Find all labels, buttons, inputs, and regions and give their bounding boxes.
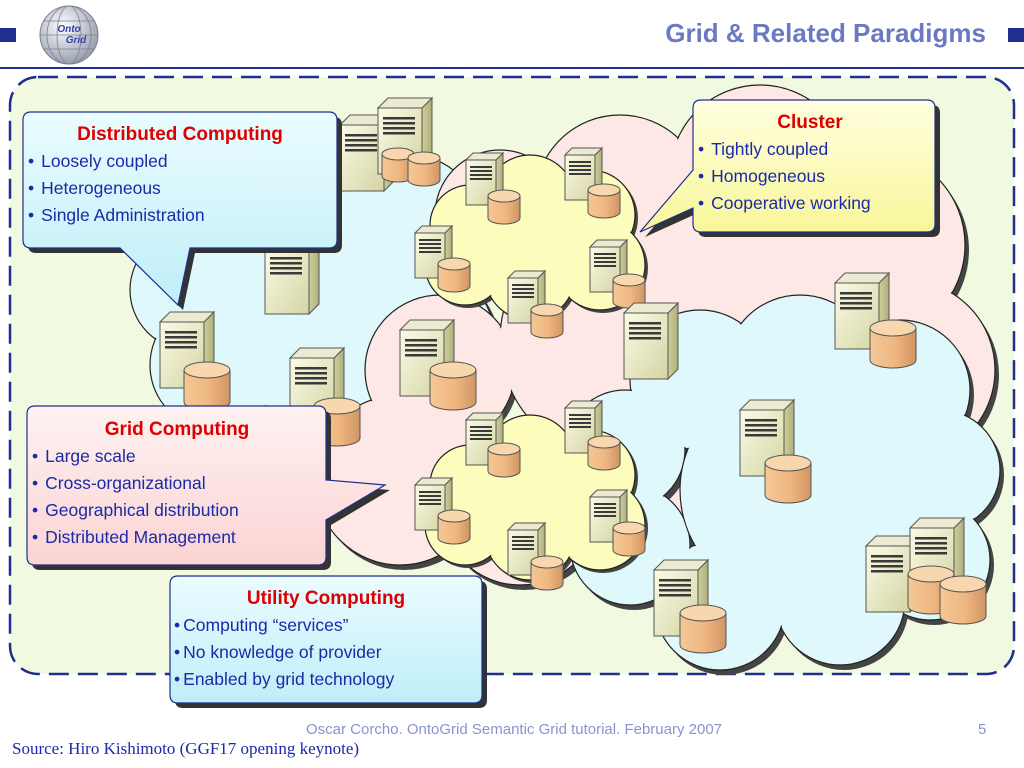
list-item: •Distributed Management	[32, 527, 236, 547]
database-icon	[939, 575, 987, 625]
logo-text-line1: Onto	[57, 24, 81, 35]
callout-distributed-bubble	[22, 111, 342, 310]
footer-credit: Oscar Corcho. OntoGrid Semantic Grid tut…	[306, 721, 723, 738]
database-icon	[869, 319, 917, 369]
list-item: •No knowledge of provider	[174, 642, 382, 662]
database-icon	[530, 303, 564, 339]
callout-grid-list: •Large scale •Cross-organizational •Geog…	[32, 443, 322, 551]
database-icon	[183, 361, 231, 411]
database-icon	[407, 151, 441, 187]
list-item: •Cross-organizational	[32, 473, 206, 493]
callout-cluster-bubble	[639, 99, 940, 237]
database-icon	[437, 257, 471, 293]
ontogrid-logo: Onto Grid	[36, 4, 102, 66]
callout-utility-bubble	[169, 575, 487, 708]
database-icon	[679, 604, 727, 654]
database-icon	[429, 361, 477, 411]
list-item: •Computing “services”	[174, 615, 349, 635]
callout-grid-title: Grid Computing	[104, 419, 250, 440]
list-item: •Single Administration	[28, 205, 205, 225]
callout-distributed-title: Distributed Computing	[77, 124, 283, 145]
callout-distributed-list: •Loosely coupled •Heterogeneous •Single …	[28, 148, 332, 229]
globe-icon	[39, 5, 99, 65]
header-corner-square-left	[0, 28, 16, 42]
list-item: •Cooperative working	[698, 193, 871, 213]
callout-grid-bubble	[26, 405, 390, 570]
database-icon	[587, 435, 621, 471]
callout-utility-title: Utility Computing	[246, 588, 406, 609]
database-icon	[487, 442, 521, 478]
source-note: Source: Hiro Kishimoto (GGF17 opening ke…	[12, 739, 360, 758]
database-icon	[612, 521, 646, 557]
callout-grid: Grid Computing •Large scale •Cross-organ…	[32, 419, 322, 551]
database-icon	[530, 555, 564, 591]
header-rule	[0, 67, 1024, 69]
list-item: •Homogeneous	[698, 166, 825, 186]
callout-cluster: Cluster •Tightly coupled •Homogeneous •C…	[698, 112, 930, 217]
list-item: •Enabled by grid technology	[174, 669, 395, 689]
slide-title: Grid & Related Paradigms	[665, 18, 986, 48]
database-icon	[487, 189, 521, 225]
header-corner-square-right	[1008, 28, 1024, 42]
callout-utility-list: •Computing “services” •No knowledge of p…	[174, 612, 478, 693]
logo-text-line2: Grid	[65, 35, 87, 46]
callout-distributed: Distributed Computing •Loosely coupled •…	[28, 124, 332, 229]
list-item: •Large scale	[32, 446, 136, 466]
list-item: •Loosely coupled	[28, 151, 168, 171]
database-icon	[587, 183, 621, 219]
list-item: •Heterogeneous	[28, 178, 161, 198]
callout-utility: Utility Computing •Computing “services” …	[174, 588, 478, 693]
list-item: •Geographical distribution	[32, 500, 239, 520]
list-item: •Tightly coupled	[698, 139, 829, 159]
database-icon	[764, 454, 812, 504]
server-icon	[623, 302, 679, 380]
database-icon	[437, 509, 471, 545]
page-number: 5	[978, 721, 987, 738]
callout-cluster-list: •Tightly coupled •Homogeneous •Cooperati…	[698, 136, 930, 217]
callout-cluster-title: Cluster	[777, 112, 843, 133]
